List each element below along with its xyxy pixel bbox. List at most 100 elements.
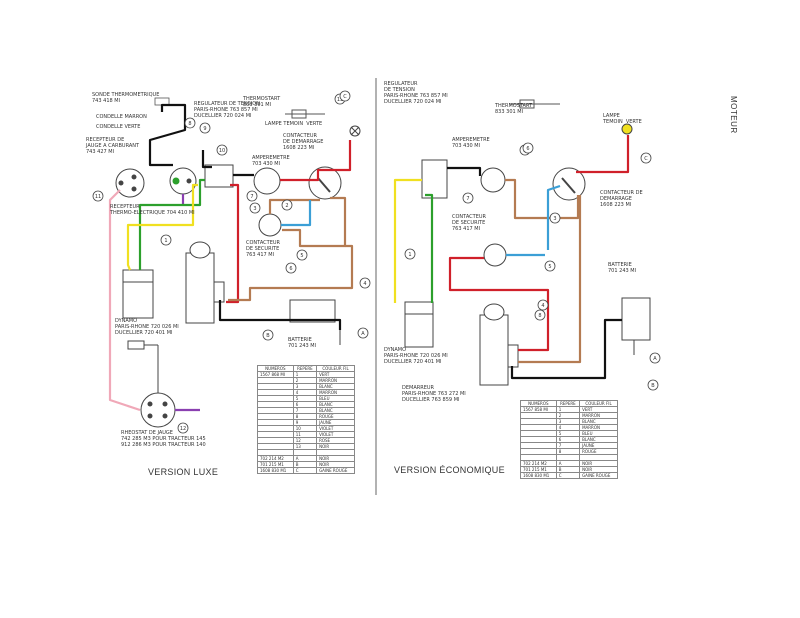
luxe-marker-circle xyxy=(296,249,308,261)
eco-dynamo xyxy=(404,301,434,348)
eco-marker-label: 1 xyxy=(408,252,411,258)
luxe-marker-label: 10 xyxy=(219,148,225,154)
eco-marker-circle xyxy=(462,192,474,204)
reference-markers: 89101112131234567ABC12345678ABC xyxy=(92,90,661,434)
luxe-wire-black-reg xyxy=(201,150,212,169)
luxe-marker-circle xyxy=(262,329,274,341)
eco-table-cell: 1608 830 M1 xyxy=(520,472,557,479)
eco-contacteur-demarrage xyxy=(552,167,586,201)
eco-lampe xyxy=(621,123,633,135)
luxe-label-sonde: SONDE THERMOMETRIQUE 743 418 MI xyxy=(92,92,160,104)
luxe-marker-circle xyxy=(339,90,351,102)
luxe-recepteur-jauge xyxy=(115,168,145,198)
luxe-marker-label: 11 xyxy=(95,194,101,200)
luxe-label-thermostart: THERMOSTART 833 301 MI xyxy=(243,96,281,108)
luxe-marker-circle xyxy=(199,122,211,134)
eco-wire-yellow xyxy=(393,178,422,303)
luxe-label-dynamo: DYNAMO PARIS-RHONE 720 026 MI DUCELLIER … xyxy=(115,318,179,336)
luxe-contacteur-securite xyxy=(258,213,282,237)
eco-regulateur xyxy=(421,159,448,199)
luxe-marker-circle xyxy=(285,262,297,274)
eco-marker-label: B xyxy=(651,383,655,389)
eco-label-thermostart: THERMOSTART 833 301 MI xyxy=(495,103,533,115)
eco-table-cell: GAINE ROUGE xyxy=(579,472,618,479)
luxe-marker-label: 4 xyxy=(363,281,366,287)
luxe-regulateur xyxy=(204,164,234,188)
eco-label-amperemetre: AMPEREMETRE 703 430 MI xyxy=(452,137,490,149)
eco-marker-label: 6 xyxy=(526,146,529,152)
eco-marker-circle xyxy=(647,379,659,391)
luxe-wire-black-bat xyxy=(218,300,342,330)
luxe-marker-label: 12 xyxy=(180,426,186,432)
eco-marker-circle xyxy=(537,299,549,311)
luxe-wire-brown-3 xyxy=(228,244,354,302)
eco-marker-circle xyxy=(549,212,561,224)
luxe-table-header-cell: COULEUR FIL xyxy=(316,365,355,372)
luxe-title: VERSION LUXE xyxy=(148,467,219,477)
luxe-label-regulateur: REGULATEUR DE TENSION PARIS-RHONE 763 85… xyxy=(194,101,260,119)
luxe-marker-label: 13 xyxy=(337,97,343,103)
eco-wire-blue xyxy=(546,184,561,250)
eco-contacteur-securite xyxy=(483,243,507,267)
luxe-wire-red-top xyxy=(280,140,352,182)
luxe-wire-brown-1 xyxy=(268,198,320,214)
eco-wire-brown-1 xyxy=(505,178,580,220)
eco-label-contacteur-dem: CONTACTEUR DE DEMARRAGE 1608 223 MI xyxy=(600,190,643,208)
eco-marker-circle xyxy=(404,248,416,260)
eco-batterie xyxy=(621,297,651,341)
luxe-label-contacteur-dem: CONTACTEUR DE DEMARRAGE 1608 223 MI xyxy=(283,133,324,151)
luxe-label-contacteur-sec: CONTACTEUR DE SECURITE 763 417 MI xyxy=(246,240,281,258)
luxe-marker-circle xyxy=(92,190,104,202)
luxe-marker-label: B xyxy=(266,333,270,339)
eco-marker-label: A xyxy=(653,356,657,362)
luxe-marker-label: 2 xyxy=(285,203,288,209)
luxe-marker-label: C xyxy=(343,94,347,100)
eco-wire-red-top xyxy=(576,135,630,174)
luxe-wire-brown-2 xyxy=(282,196,347,248)
luxe-batterie xyxy=(289,299,336,323)
luxe-wire-red xyxy=(226,183,240,304)
eco-label-batterie: BATTERIE 701 243 MI xyxy=(608,262,637,274)
eco-table-header: NUMEROS REPERE COULEUR FIL xyxy=(520,400,618,407)
luxe-label-amperemetre: AMPEREMETRE 703 430 MI xyxy=(252,155,290,167)
luxe-marker-circle xyxy=(359,277,371,289)
luxe-table-cell: C xyxy=(292,467,318,474)
eco-marker-label: C xyxy=(644,156,648,162)
luxe-label-batterie: BATTERIE 701 243 MI xyxy=(288,337,317,349)
luxe-marker-label: 1 xyxy=(164,238,167,244)
eco-label-contacteur-sec: CONTACTEUR DE SECURITE 763 417 MI xyxy=(452,214,487,232)
eco-marker-label: 8 xyxy=(538,313,541,319)
eco-wire-red xyxy=(448,256,550,352)
eco-marker-label: 7 xyxy=(466,196,469,202)
luxe-wire-blue xyxy=(281,200,312,227)
luxe-table-cell: GAINE ROUGE xyxy=(316,467,355,474)
luxe-dynamo xyxy=(122,269,154,319)
luxe-wire-pink xyxy=(108,189,141,412)
luxe-label-rheostat: RHEOSTAT DE JAUGE 742 285 M3 POUR TRACTE… xyxy=(121,430,206,448)
luxe-thermostart xyxy=(285,109,325,119)
eco-marker-circle xyxy=(522,142,534,154)
luxe-marker-circle xyxy=(177,422,189,434)
eco-title: VERSION ÉCONOMIQUE xyxy=(394,465,505,475)
eco-label-lampe: LAMPE TEMOIN VERTE xyxy=(603,113,642,125)
luxe-wire-green xyxy=(138,178,205,270)
luxe-marker-circle xyxy=(216,144,228,156)
eco-marker-circle xyxy=(649,352,661,364)
luxe-marker-label: 7 xyxy=(250,194,253,200)
luxe-marker-label: A xyxy=(361,331,365,337)
luxe-marker-circle xyxy=(249,202,261,214)
eco-label-dynamo: DYNAMO PARIS-RHONE 720 026 MI DUCELLIER … xyxy=(384,347,448,365)
luxe-rheostat xyxy=(127,340,176,428)
eco-thermostart xyxy=(510,99,560,109)
luxe-table-header: NUMEROS REPERE COULEUR FIL xyxy=(257,365,355,372)
eco-wire-black-top xyxy=(447,166,482,176)
eco-marker-circle xyxy=(544,260,556,272)
eco-marker-circle xyxy=(640,152,652,164)
luxe-marker-label: 5 xyxy=(300,253,303,259)
